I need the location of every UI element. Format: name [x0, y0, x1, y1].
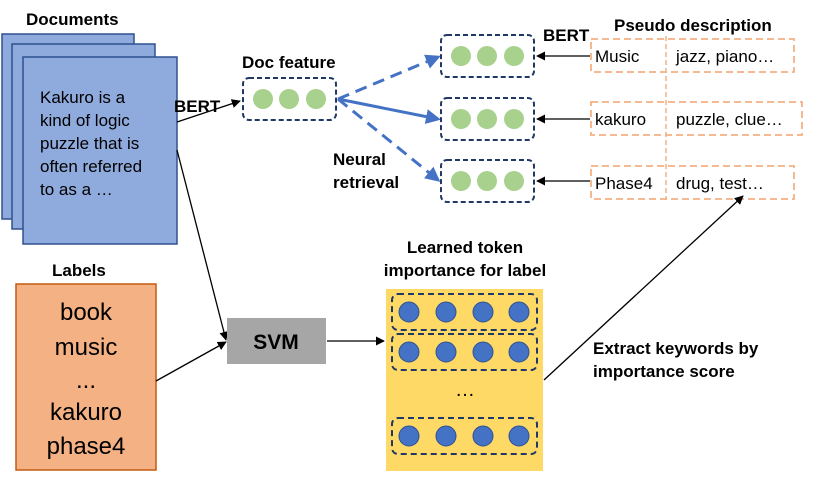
token-dot [398, 301, 420, 323]
neural-retrieval-label-line1: Neural [333, 150, 386, 169]
svm-label: SVM [253, 331, 299, 354]
token-dot [508, 425, 530, 447]
pseudo-description-row-phase4 [590, 165, 795, 200]
neural-retrieval-label-line2: retrieval [333, 173, 399, 192]
pseudo-description-row-kakuro [590, 101, 803, 136]
desc-feature-box-music [440, 34, 535, 78]
retrieval-arrow-music [337, 54, 441, 101]
pseudo-row-keywords-phase4: drug, test… [676, 174, 764, 193]
desc-feature-dot [477, 109, 497, 129]
document-text-line-4: often referred [40, 157, 142, 176]
label-item-music: music [55, 334, 118, 361]
document-text-line-3: puzzle that is [40, 134, 139, 153]
pseudo-description-row-music [590, 38, 795, 73]
doc-feature-title: Doc feature [242, 53, 336, 72]
arrow-docs-to-svm [176, 149, 229, 341]
label-item-book: book [60, 299, 113, 326]
label-item-phase4: phase4 [47, 433, 126, 460]
token-dot [508, 301, 530, 323]
documents-title: Documents [26, 10, 119, 29]
doc-feature-dot [306, 89, 326, 109]
document-page-front [22, 56, 178, 245]
document-text-line-1: Kakuro is a [40, 88, 126, 107]
pseudo-row-label-music: Music [595, 47, 640, 66]
document-text-line-2: kind of logic [40, 111, 130, 130]
token-dot [472, 425, 494, 447]
pseudo-row-keywords-music: jazz, piano… [675, 47, 774, 66]
desc-feature-box-phase4 [440, 159, 535, 203]
desc-feature-box-kakuro [440, 97, 535, 141]
token-rows-ellipsis: … [455, 379, 475, 401]
desc-feature-dot [504, 46, 524, 66]
label-item-kakuro: kakuro [50, 399, 122, 426]
token-dot [435, 301, 457, 323]
pseudo-row-label-phase4: Phase4 [595, 174, 653, 193]
desc-feature-dot [504, 171, 524, 191]
doc-feature-dot [279, 89, 299, 109]
retrieval-arrow-kakuro [337, 97, 441, 125]
doc-feature-box [242, 77, 337, 121]
labels-box [15, 283, 157, 471]
bert-desc-label: BERT [543, 26, 590, 45]
token-dot [508, 341, 530, 363]
extract-keywords-label-line2: importance score [593, 362, 735, 381]
pseudo-row-label-kakuro: kakuro [595, 110, 646, 129]
token-row-box [391, 293, 538, 331]
desc-feature-dot [477, 171, 497, 191]
bert-docs-label: BERT [174, 97, 221, 116]
pseudo-row-keywords-kakuro: puzzle, clue… [676, 110, 783, 129]
token-dot [398, 341, 420, 363]
label-item-ellipsis: ... [76, 367, 96, 394]
arrow-token-importance-to-description [543, 195, 744, 381]
labels-title: Labels [52, 261, 106, 280]
token-dot [398, 425, 420, 447]
svm-box [227, 318, 326, 364]
token-dot [435, 425, 457, 447]
token-importance-title-line2: importance for label [384, 261, 546, 280]
token-row-box [391, 417, 538, 455]
token-importance-title-line1: Learned token [407, 238, 523, 257]
arrow-labels-to-svm [155, 341, 227, 382]
desc-feature-dot [477, 46, 497, 66]
token-dot [472, 341, 494, 363]
retrieval-arrow-phase4 [337, 97, 441, 182]
document-text-line-5: to as a … [40, 180, 113, 199]
desc-feature-dot [451, 46, 471, 66]
desc-feature-dot [451, 171, 471, 191]
token-dot [435, 341, 457, 363]
arrow-docs-to-feature [176, 99, 241, 123]
desc-feature-dot [504, 109, 524, 129]
token-row-box [391, 333, 538, 371]
desc-feature-dot [451, 109, 471, 129]
pseudo-description-title: Pseudo description [614, 16, 772, 35]
extract-keywords-label-line1: Extract keywords by [593, 339, 759, 358]
documents-stack: Kakuro is a kind of logic puzzle that is… [1, 33, 178, 245]
token-dot [472, 301, 494, 323]
doc-feature-dot [253, 89, 273, 109]
